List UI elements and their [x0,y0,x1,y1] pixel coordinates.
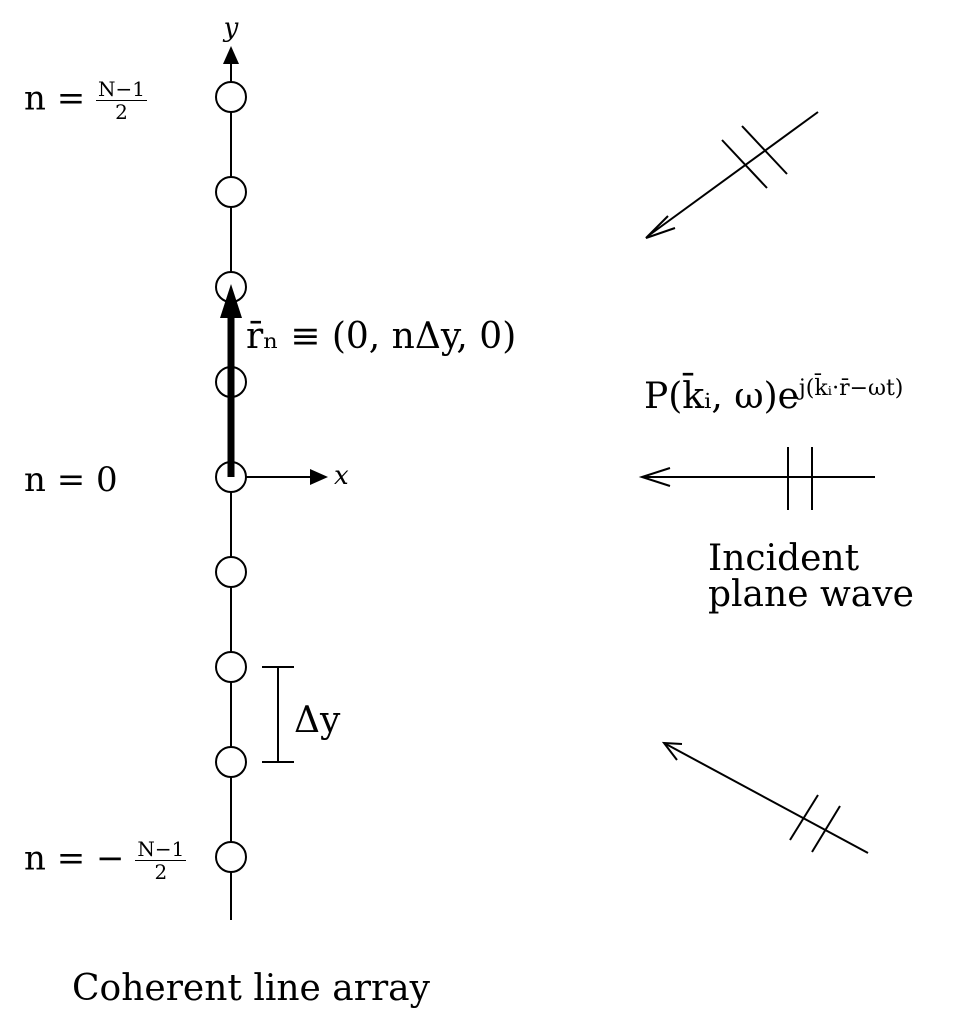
n-top-fraction: N−1 2 [96,78,147,123]
position-vector-arrowhead [220,284,242,318]
array-element [215,176,247,208]
wave-expression-main: P(k̄ᵢ, ω)e [644,376,799,417]
wave-arrow-middle [638,447,875,510]
n-bottom-frac-num: N−1 [135,837,187,861]
x-axis-arrowhead [310,469,328,485]
array-element [215,746,247,778]
n-top-prefix: n = [24,78,86,119]
n-bottom-frac-den: 2 [154,860,168,884]
position-vector-label: r̄ₙ ≡ (0, nΔy, 0) [246,316,517,357]
n-top-frac-den: 2 [115,100,128,124]
n-top-label: n = N−1 2 [24,78,147,123]
y-axis-label: y [223,13,239,43]
wave-arrow-lower [661,741,869,854]
n-bottom-fraction: N−1 2 [135,837,187,884]
wave-expression: P(k̄ᵢ, ω)ej(k̄ᵢ·r̄−ωt) [644,376,903,417]
spacing-bracket [262,666,294,763]
array-element [215,841,247,873]
array-element [215,651,247,683]
wave-expression-exponent: j(k̄ᵢ·r̄−ωt) [798,376,904,401]
array-element [215,556,247,588]
spacing-label: Δy [294,700,341,741]
wave-caption-line1: Incident [708,538,860,579]
wave-caption-line2: plane wave [708,574,914,615]
wave-arrow-upper [645,111,819,239]
array-element [215,81,247,113]
n-bottom-label: n = − N−1 2 [24,837,187,884]
n-top-frac-num: N−1 [96,77,147,101]
x-axis-label: x [334,461,349,491]
n-bottom-prefix: n = − [24,838,125,879]
n-center-label: n = 0 [24,460,118,500]
y-axis-arrowhead [223,46,239,64]
array-caption: Coherent line array [72,968,430,1009]
